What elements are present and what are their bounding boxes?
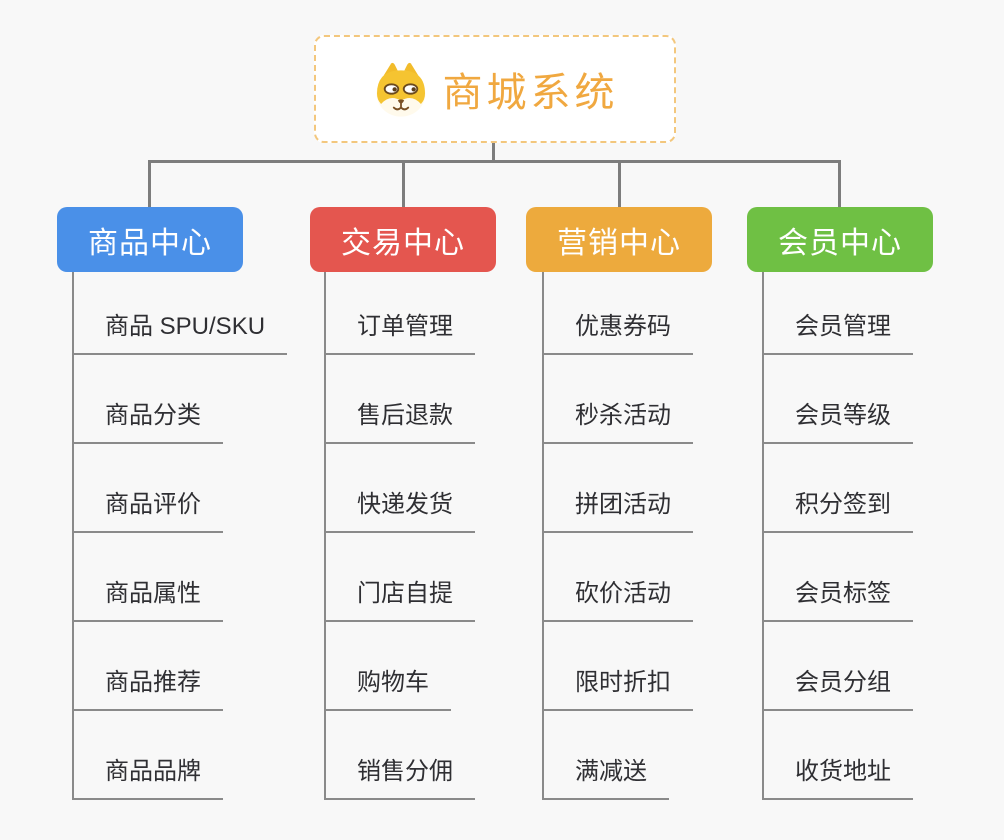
branch-node-members[interactable]: 会员中心 <box>747 207 933 272</box>
leaf-node[interactable]: 会员管理 <box>762 307 913 355</box>
connector-drop-2 <box>402 160 405 207</box>
leaf-node[interactable]: 会员分组 <box>762 663 913 711</box>
leaf-node[interactable]: 积分签到 <box>762 485 913 533</box>
leaf-node[interactable]: 商品品牌 <box>72 752 223 800</box>
branch-label: 商品中心 <box>88 226 212 260</box>
branch-spine-3 <box>542 271 544 800</box>
leaf-node[interactable]: 会员标签 <box>762 574 913 622</box>
branch-label: 会员中心 <box>778 226 902 260</box>
branch-node-marketing[interactable]: 营销中心 <box>526 207 712 272</box>
connector-drop-3 <box>618 160 621 207</box>
root-node[interactable]: 商城系统 <box>314 35 676 143</box>
leaf-node[interactable]: 商品分类 <box>72 396 223 444</box>
leaf-node[interactable]: 商品 SPU/SKU <box>72 307 288 355</box>
branch-node-products[interactable]: 商品中心 <box>57 207 243 272</box>
dog-face-icon <box>376 62 425 117</box>
leaf-node[interactable]: 购物车 <box>324 663 451 711</box>
branch-spine-1 <box>72 271 74 800</box>
leaf-node[interactable]: 商品属性 <box>72 574 223 622</box>
leaf-node[interactable]: 会员等级 <box>762 396 913 444</box>
branch-label: 交易中心 <box>341 226 465 260</box>
leaf-node[interactable]: 商品推荐 <box>72 663 223 711</box>
leaf-node[interactable]: 售后退款 <box>324 396 475 444</box>
branch-node-trade[interactable]: 交易中心 <box>310 207 496 272</box>
leaf-node[interactable]: 满减送 <box>542 752 669 800</box>
leaf-node[interactable]: 订单管理 <box>324 307 475 355</box>
branch-spine-2 <box>324 271 326 800</box>
connector-drop-4 <box>838 160 841 207</box>
leaf-node[interactable]: 拼团活动 <box>542 485 693 533</box>
leaf-node[interactable]: 门店自提 <box>324 574 475 622</box>
root-title: 商城系统 <box>442 71 619 115</box>
leaf-node[interactable]: 商品评价 <box>72 485 223 533</box>
leaf-node[interactable]: 快递发货 <box>324 485 475 533</box>
leaf-node[interactable]: 收货地址 <box>762 752 913 800</box>
leaf-node[interactable]: 优惠券码 <box>542 307 693 355</box>
leaf-node[interactable]: 限时折扣 <box>542 663 693 711</box>
branch-label: 营销中心 <box>557 226 681 260</box>
connector-root-stub <box>492 143 495 163</box>
branch-spine-4 <box>762 271 764 800</box>
leaf-node[interactable]: 砍价活动 <box>542 574 693 622</box>
connector-drop-1 <box>148 160 151 207</box>
connector-rail <box>148 160 841 163</box>
leaf-node[interactable]: 秒杀活动 <box>542 396 693 444</box>
leaf-node[interactable]: 销售分佣 <box>324 752 475 800</box>
